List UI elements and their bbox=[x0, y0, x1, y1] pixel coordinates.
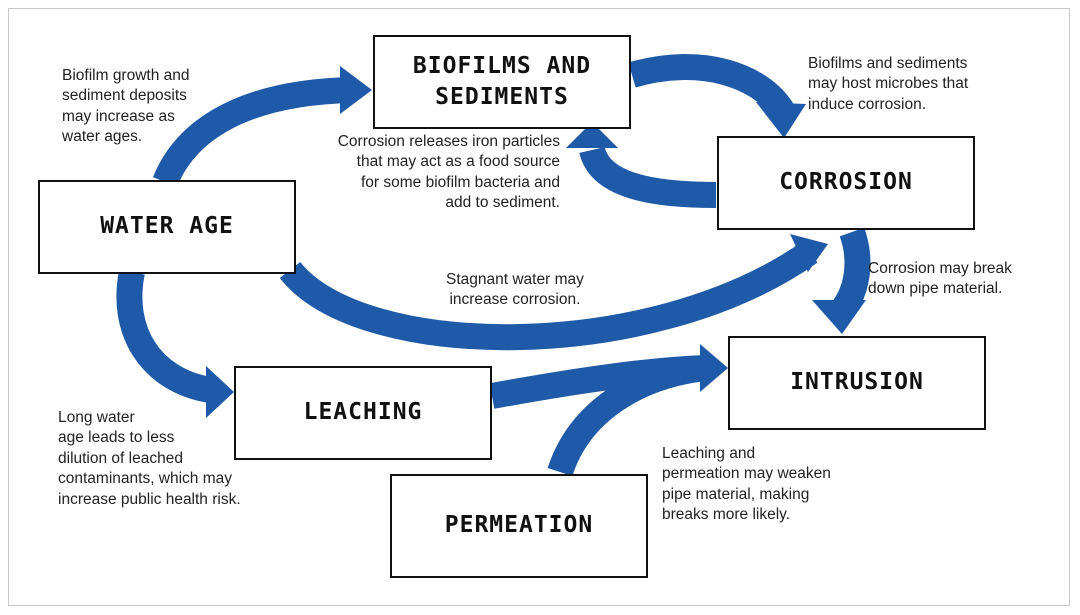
arrow-biofilms-to-corrosion bbox=[628, 54, 793, 118]
arrowhead-to-intrusion bbox=[700, 344, 728, 392]
arrow-water-age-to-leaching bbox=[116, 269, 213, 403]
note-corrosion-to-intrusion: Corrosion may break down pipe material. bbox=[868, 260, 1012, 298]
corrosion-box: CORROSION bbox=[717, 136, 975, 230]
arrow-permeation-to-intrusion bbox=[547, 355, 708, 477]
water-age-box: WATER AGE bbox=[38, 180, 296, 274]
note-water-age-to-leaching: Long water age leads to less dilution of… bbox=[58, 409, 241, 508]
arrow-water-age-to-corrosion bbox=[279, 241, 818, 351]
arrow-corrosion-to-biofilms bbox=[579, 145, 717, 208]
arrowhead-water-age-to-corrosion bbox=[790, 234, 828, 272]
arrowhead-corrosion-to-biofilms bbox=[566, 122, 618, 148]
permeation-box: PERMEATION bbox=[390, 474, 648, 578]
arrowhead-corrosion-to-intrusion bbox=[812, 300, 866, 334]
biofilms-and-sediments-box: BIOFILMS AND SEDIMENTS bbox=[373, 35, 631, 129]
arrowhead-biofilms-to-corrosion bbox=[756, 102, 806, 138]
leaching-box: LEACHING bbox=[234, 366, 492, 460]
note-leaching-permeation-to-intrusion: Leaching and permeation may weaken pipe … bbox=[662, 445, 831, 524]
arrowhead-water-age-to-leaching bbox=[206, 366, 234, 418]
arrow-corrosion-to-intrusion bbox=[831, 227, 871, 319]
intrusion-box: INTRUSION bbox=[728, 336, 986, 430]
note-water-age-to-biofilms: Biofilm growth and sediment deposits may… bbox=[62, 67, 190, 146]
note-corrosion-to-biofilms: Corrosion releases iron particles that m… bbox=[337, 133, 560, 212]
note-water-age-to-corrosion: Stagnant water may increase corrosion. bbox=[446, 271, 584, 309]
note-biofilms-to-corrosion: Biofilms and sediments may host microbes… bbox=[808, 55, 969, 113]
arrow-water-age-to-biofilms bbox=[152, 77, 353, 188]
arrowhead-water-age-to-biofilms bbox=[340, 66, 372, 114]
